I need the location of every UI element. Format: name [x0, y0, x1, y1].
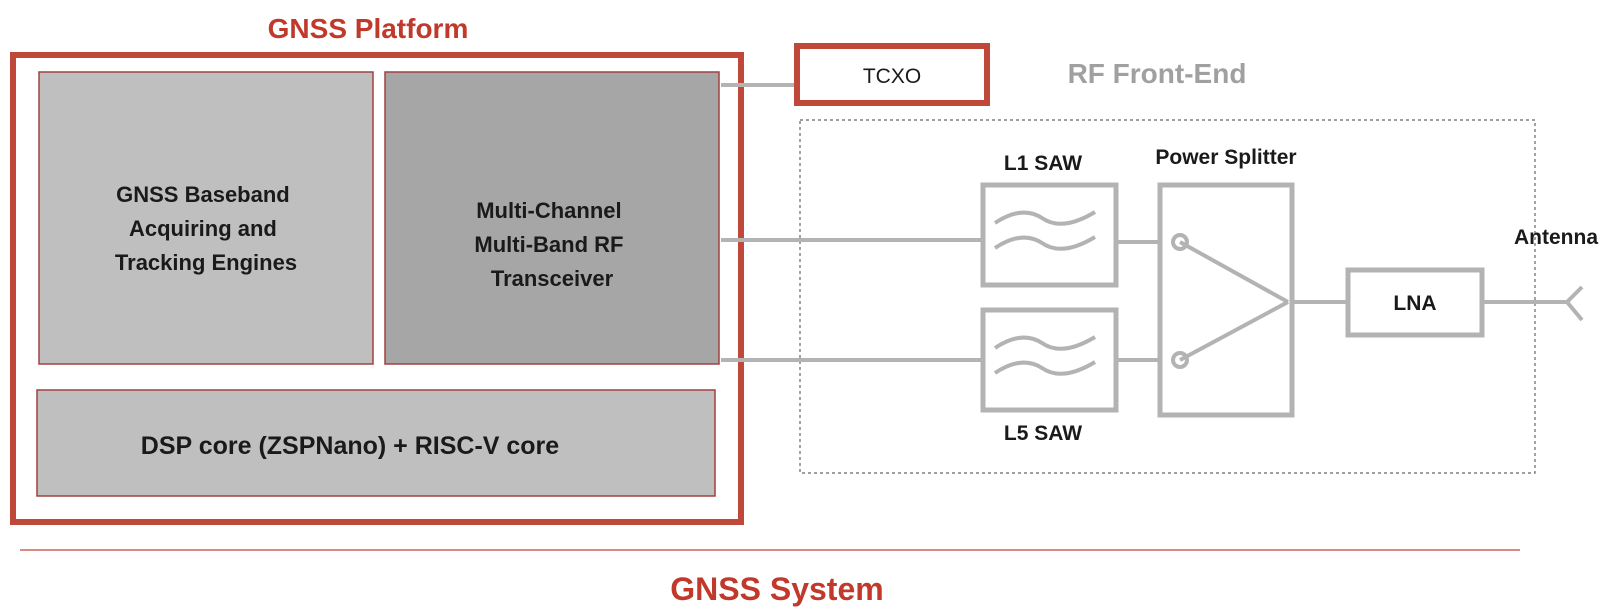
power-splitter-box: [1157, 182, 1295, 418]
antenna-label: Antenna: [1514, 226, 1598, 249]
baseband-line-3: Tracking Engines: [115, 250, 297, 275]
rf-front-end-title: RF Front-End: [1068, 58, 1247, 89]
baseband-label: GNSS Baseband Acquiring and Tracking Eng…: [115, 182, 297, 275]
baseband-block: [38, 71, 374, 365]
transceiver-line-2: Multi-Band RF: [474, 232, 623, 257]
dsp-block: [36, 389, 716, 497]
baseband-line-2: Acquiring and: [129, 216, 277, 241]
l5-saw-filter-icon: [993, 335, 1097, 376]
l1-saw-label: L1 SAW: [1004, 152, 1082, 175]
l5-saw-filter: [980, 307, 1119, 413]
antenna-icon: [1565, 285, 1584, 322]
lna-label: LNA: [1393, 292, 1436, 315]
lna-box: [1345, 267, 1485, 338]
baseband-line-1: GNSS Baseband: [116, 182, 290, 207]
platform-title: GNSS Platform: [268, 13, 469, 44]
tcxo-box: [794, 43, 990, 106]
l1-saw-filter-icon: [993, 210, 1097, 251]
system-title: GNSS System: [670, 571, 883, 607]
rf-front-end-region: [799, 119, 1536, 474]
transceiver-line-1: Multi-Channel: [476, 198, 621, 223]
dsp-label: DSP core (ZSPNano) + RISC-V core: [141, 432, 559, 460]
power-splitter-label: Power Splitter: [1155, 146, 1296, 169]
l1-saw-filter: [980, 182, 1119, 288]
transceiver-line-3: Transceiver: [491, 266, 614, 291]
power-splitter-icon: [1171, 233, 1289, 369]
transceiver-block: [384, 71, 720, 365]
transceiver-label: Multi-Channel Multi-Band RF Transceiver: [474, 198, 629, 291]
l5-saw-label: L5 SAW: [1004, 422, 1082, 445]
tcxo-label: TCXO: [863, 65, 921, 88]
